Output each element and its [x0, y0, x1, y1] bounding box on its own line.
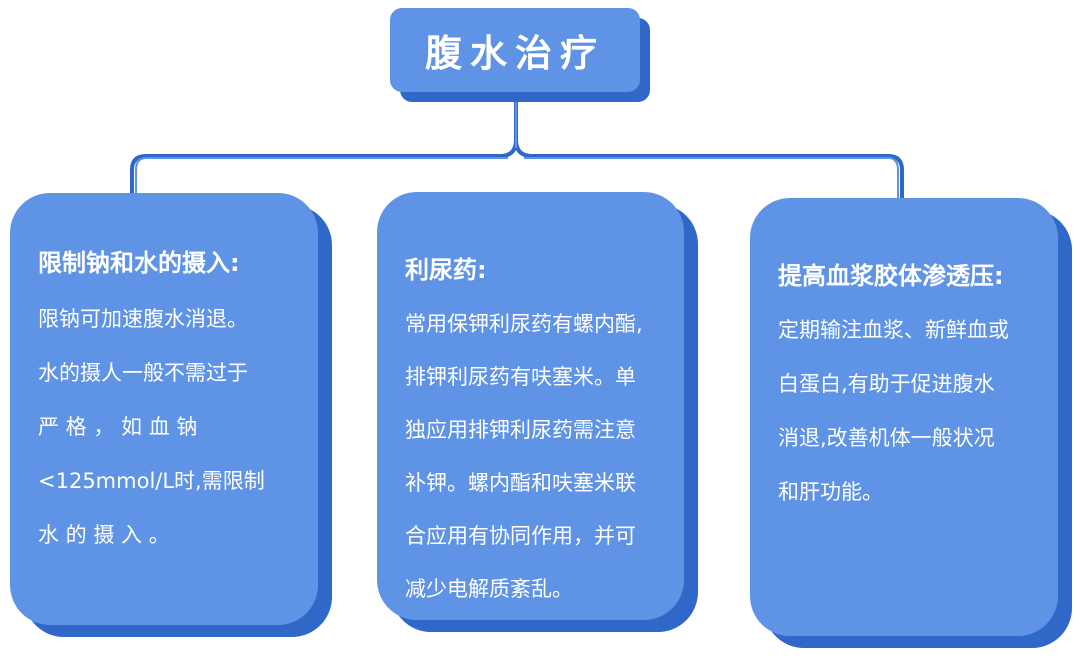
- card-line: 常用保钾利尿药有螺内酯,: [405, 312, 643, 336]
- card-heading: 利尿药:: [405, 256, 487, 284]
- card-line: 水 的 摄 入 。: [38, 523, 170, 547]
- card-line: 消退,改善机体一般状况: [778, 426, 995, 450]
- card-line: 和肝功能。: [778, 480, 883, 504]
- card-line: 严 格 ， 如 血 钠: [38, 415, 198, 439]
- connector-trunk-right: [514, 139, 904, 200]
- card-line: 白蛋白,有助于促进腹水: [778, 372, 995, 396]
- diagram-title: 腹水治疗: [425, 32, 605, 75]
- card-heading: 提高血浆胶体渗透压:: [778, 262, 1004, 290]
- card-line: 限钠可加速腹水消退。: [38, 307, 248, 331]
- connector-trunk: [130, 100, 518, 195]
- card-line: 减少电解质紊乱。: [405, 577, 573, 601]
- card-line: 水的摄人一般不需过于: [38, 361, 248, 385]
- card-line: 排钾利尿药有呋塞米。单: [405, 365, 636, 389]
- title-box: 腹水治疗: [390, 8, 640, 92]
- card-heading: 限制钠和水的摄入:: [38, 249, 240, 277]
- card-plasma-colloid-pressure: 提高血浆胶体渗透压: 定期输注血浆、新鲜血或 白蛋白,有助于促进腹水 消退,改善…: [750, 198, 1058, 636]
- card-line: 独应用排钾利尿药需注意: [405, 418, 636, 442]
- card-line: 补钾。螺内酯和呋塞米联: [405, 471, 636, 495]
- connector-left-inner: [135, 157, 508, 195]
- card-line: <125mmol/L时,需限制: [38, 469, 265, 493]
- connector-right-inner: [524, 157, 899, 200]
- card-line: 合应用有协同作用，并可: [405, 524, 636, 548]
- card-line: 定期输注血浆、新鲜血或: [778, 318, 1009, 342]
- card-diuretics: 利尿药: 常用保钾利尿药有螺内酯, 排钾利尿药有呋塞米。单 独应用排钾利尿药需注…: [377, 192, 684, 620]
- card-sodium-water-restriction: 限制钠和水的摄入: 限钠可加速腹水消退。 水的摄人一般不需过于 严 格 ， 如 …: [10, 193, 318, 625]
